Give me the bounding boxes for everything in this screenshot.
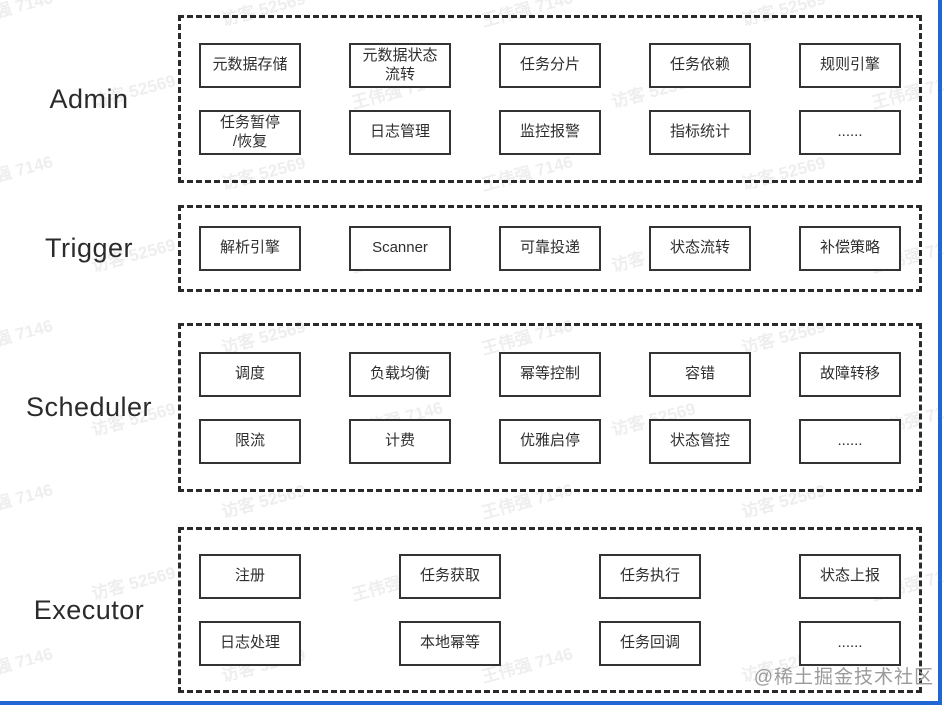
feature-box-scheduler-1-2: 优雅启停	[499, 418, 601, 464]
feature-box-executor-1-1: 本地幂等	[399, 621, 501, 666]
box-row: 调度 负载均衡 幂等控制 容错 故障转移	[199, 351, 901, 397]
feature-box-executor-0-1: 任务获取	[399, 554, 501, 599]
page-border-bottom	[0, 701, 942, 705]
layer-label-scheduler: Scheduler	[25, 392, 153, 422]
box-row: 限流 计费 优雅启停 状态管控......	[199, 418, 901, 464]
feature-box-scheduler-0-3: 容错	[649, 351, 751, 397]
box-row: 解析引擎 Scanner 可靠投递 状态流转 补偿策略	[199, 226, 901, 271]
layer-panel-trigger: 解析引擎 Scanner 可靠投递 状态流转 补偿策略	[178, 205, 922, 292]
layer-section-trigger: Trigger 解析引擎 Scanner 可靠投递 状态流转 补偿策略	[0, 205, 944, 292]
feature-box-executor-0-2: 任务执行	[599, 554, 701, 599]
layer-panel-executor: 注册 任务获取 任务执行 状态上报日志处理 本地幂等 任务回调......	[178, 527, 922, 693]
feature-box-admin-1-3: 指标统计	[649, 110, 751, 155]
feature-box-trigger-0-4: 补偿策略	[799, 226, 901, 271]
feature-box-trigger-0-0: 解析引擎	[199, 226, 301, 271]
layer-panel-scheduler: 调度 负载均衡 幂等控制 容错 故障转移限流 计费 优雅启停 状态管控......	[178, 323, 922, 492]
layer-label-trigger: Trigger	[44, 233, 134, 263]
feature-box-scheduler-1-1: 计费	[349, 418, 451, 464]
feature-box-scheduler-0-1: 负载均衡	[349, 351, 451, 397]
layer-label-executor: Executor	[33, 594, 145, 625]
feature-box-scheduler-1-3: 状态管控	[649, 418, 751, 464]
feature-box-scheduler-1-0: 限流	[199, 418, 301, 464]
feature-box-executor-1-3: ......	[799, 621, 901, 666]
feature-box-admin-1-4: ......	[799, 110, 901, 155]
feature-box-trigger-0-2: 可靠投递	[499, 226, 601, 271]
feature-box-executor-0-3: 状态上报	[799, 554, 901, 599]
feature-box-admin-0-2: 任务分片	[499, 43, 601, 88]
feature-box-admin-0-1: 元数据状态 流转	[349, 43, 451, 88]
feature-box-scheduler-0-0: 调度	[199, 351, 301, 397]
layer-section-admin: Admin 元数据存储 元数据状态 流转 任务分片 任务依赖 规则引擎任务暂停 /恢复 日志…	[0, 15, 944, 183]
feature-box-scheduler-1-4: ......	[799, 418, 901, 464]
box-row: 元数据存储 元数据状态 流转 任务分片 任务依赖 规则引擎	[199, 43, 901, 88]
layer-section-scheduler: Scheduler 调度 负载均衡 幂等控制 容错 故障转移限流 计费 优雅启停 状态管控...…	[0, 323, 944, 492]
feature-box-admin-0-3: 任务依赖	[649, 43, 751, 88]
feature-box-executor-0-0: 注册	[199, 554, 301, 599]
community-credit: @稀土掘金技术社区	[753, 667, 934, 688]
feature-box-scheduler-0-2: 幂等控制	[499, 351, 601, 397]
feature-box-admin-1-1: 日志管理	[349, 110, 451, 155]
feature-box-executor-1-2: 任务回调	[599, 621, 701, 666]
layer-label-admin: Admin	[49, 83, 129, 114]
box-row: 注册 任务获取 任务执行 状态上报	[199, 554, 901, 599]
feature-box-admin-0-4: 规则引擎	[799, 43, 901, 88]
feature-box-scheduler-0-4: 故障转移	[799, 351, 901, 397]
feature-box-admin-1-2: 监控报警	[499, 110, 601, 155]
feature-box-trigger-0-3: 状态流转	[649, 226, 751, 271]
page-border-right	[938, 0, 942, 705]
layer-panel-admin: 元数据存储 元数据状态 流转 任务分片 任务依赖 规则引擎任务暂停 /恢复 日志管理 监控报…	[178, 15, 922, 183]
feature-box-trigger-0-1: Scanner	[349, 226, 451, 271]
box-row: 任务暂停 /恢复 日志管理 监控报警 指标统计......	[199, 110, 901, 155]
box-row: 日志处理 本地幂等 任务回调......	[199, 621, 901, 666]
feature-box-executor-1-0: 日志处理	[199, 621, 301, 666]
feature-box-admin-0-0: 元数据存储	[199, 43, 301, 88]
feature-box-admin-1-0: 任务暂停 /恢复	[199, 110, 301, 155]
layer-section-executor: Executor 注册 任务获取 任务执行 状态上报日志处理 本地幂等 任务回调......	[0, 527, 944, 693]
